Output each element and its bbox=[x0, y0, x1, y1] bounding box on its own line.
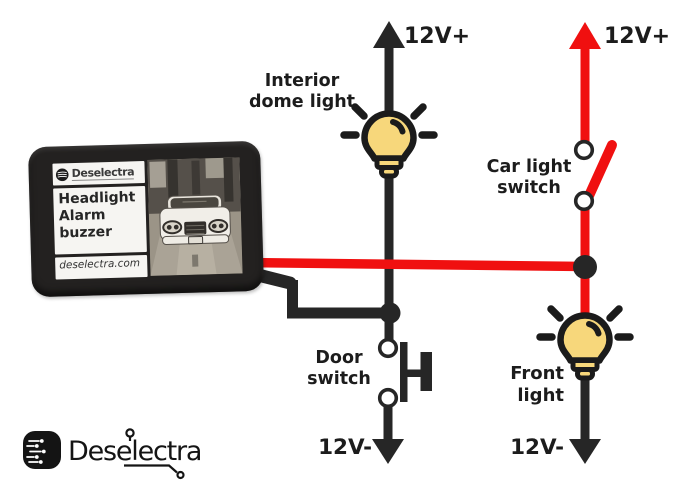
car-light-switch-label-line1: Car light bbox=[486, 157, 572, 177]
device-label: Deselectra Headlight Alarm buzzer desele… bbox=[52, 161, 148, 280]
front-ground-wire bbox=[580, 376, 590, 442]
door-switch-label: Door switch bbox=[292, 348, 386, 390]
switch-lever-open bbox=[583, 140, 617, 203]
dome-supply-arrow-up bbox=[373, 21, 405, 48]
hot-circuit bbox=[245, 22, 617, 315]
car-switch-terminal-bottom bbox=[573, 190, 595, 212]
dome-supply-label: 12V+ bbox=[404, 24, 471, 49]
device-ground-wire bbox=[287, 280, 385, 319]
door-switch-label-line1: Door bbox=[315, 348, 363, 368]
device-website: deselectra.com bbox=[55, 254, 148, 280]
dome-light-bulb-icon bbox=[344, 107, 434, 176]
device-brand-text: Deselectra bbox=[71, 165, 135, 182]
ground-junction-dot bbox=[379, 302, 401, 324]
door-switch-terminal-bottom bbox=[377, 387, 399, 409]
deselectra-chip-icon bbox=[23, 431, 61, 469]
switch-supply-label: 12V+ bbox=[604, 24, 671, 49]
sense-wire-horizontal bbox=[245, 257, 586, 272]
door-switch-label-line2: switch bbox=[307, 369, 371, 389]
front-light-label: Front light bbox=[510, 363, 564, 406]
car-light-switch-label-line2: switch bbox=[497, 178, 561, 198]
push-button-stem bbox=[407, 369, 421, 377]
footer-brand-text: Deselectra bbox=[68, 436, 201, 467]
interior-dome-light-label-line2: dome light bbox=[248, 92, 356, 112]
footer-brand-wordmark: Deselectra bbox=[68, 428, 202, 480]
switch-supply-arrow-up bbox=[569, 22, 601, 49]
headlight-alarm-buzzer-device: Deselectra Headlight Alarm buzzer desele… bbox=[27, 140, 265, 298]
deselectra-chip-icon bbox=[55, 168, 69, 181]
dome-branch-wire bbox=[384, 44, 394, 341]
junction-to-front-light-wire bbox=[580, 267, 590, 315]
device-brand-row: Deselectra bbox=[52, 161, 145, 186]
door-ground-label: 12V- bbox=[318, 435, 372, 460]
ground-circuit bbox=[239, 21, 601, 464]
interior-dome-light-label-line1: Interior bbox=[264, 71, 340, 91]
switch-to-junction-wire bbox=[580, 207, 590, 269]
footer-brand-logo: Deselectra bbox=[22, 424, 232, 486]
device-photo-car-on-road bbox=[147, 157, 243, 276]
switch-supply-wire bbox=[580, 45, 590, 142]
front-ground-label: 12V- bbox=[510, 435, 564, 460]
door-ground-wire bbox=[383, 406, 393, 442]
interior-dome-light-label: Interior dome light bbox=[240, 71, 364, 113]
hot-junction-dot bbox=[573, 255, 597, 279]
car-switch-terminal-top bbox=[573, 139, 595, 161]
car-light-switch-label: Car light switch bbox=[476, 157, 582, 199]
push-button-cap bbox=[420, 352, 432, 391]
door-switch-terminal-top bbox=[377, 337, 399, 359]
device-product-name: Headlight Alarm buzzer bbox=[53, 186, 147, 255]
push-button-plate bbox=[400, 342, 408, 402]
door-ground-arrow-down bbox=[372, 439, 404, 464]
front-ground-arrow-down bbox=[569, 439, 601, 464]
